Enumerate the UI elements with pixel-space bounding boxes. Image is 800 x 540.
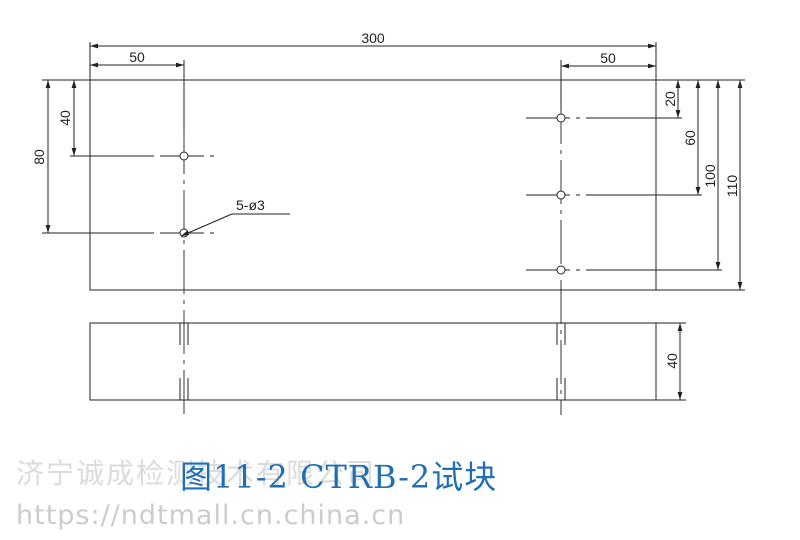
- hole-left-1: [179, 151, 189, 161]
- hole-right-1: [556, 113, 566, 123]
- dim-50-right-label: 50: [600, 50, 616, 66]
- dim-100-label: 100: [702, 164, 718, 188]
- figure-caption: 图11-2 CTRB-2试块: [180, 458, 498, 496]
- watermark-company: 济宁诚成检测技术有限公司: [16, 457, 377, 490]
- dim-110-label: 110: [724, 175, 740, 198]
- top-view-outline: [89, 79, 657, 291]
- hole-leader: [180, 213, 233, 237]
- dim-50-left-label: 50: [129, 49, 145, 65]
- hole-right-2: [556, 190, 566, 200]
- side-view-outline: [89, 322, 657, 401]
- watermark-url: https://ndtmall.cn.china.cn: [16, 500, 406, 531]
- dim-60-label: 60: [682, 130, 698, 146]
- dim-300-label: 300: [361, 30, 385, 46]
- dim-40-left-label: 40: [57, 110, 73, 126]
- dim-40-side-label: 40: [664, 353, 680, 369]
- hole-callout-label: 5-ø3: [236, 197, 265, 213]
- hole-right-3: [556, 265, 566, 275]
- dim-80-left-label: 80: [31, 149, 47, 165]
- dim-20-label: 20: [662, 91, 678, 107]
